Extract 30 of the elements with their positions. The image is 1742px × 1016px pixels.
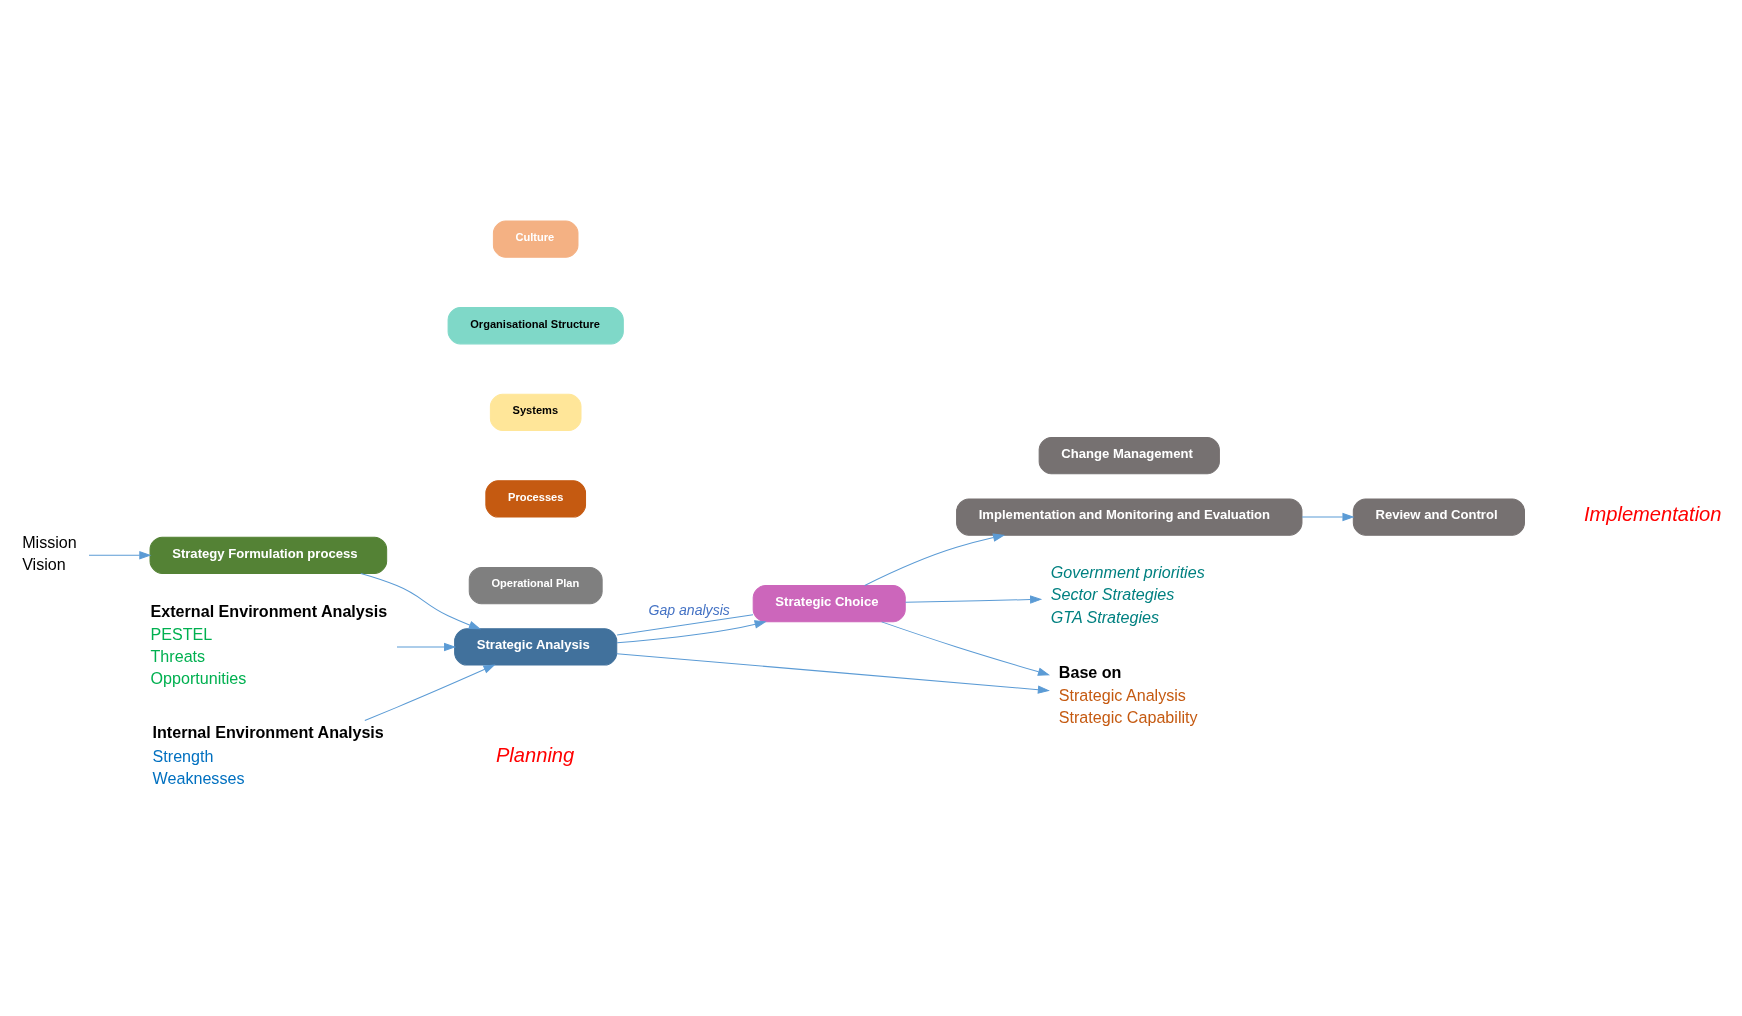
node-text: Base on Strategic Analysis Strategic Capability bbox=[1058, 662, 1198, 727]
node-box: Change Management bbox=[1038, 437, 1220, 475]
arrow bbox=[616, 620, 767, 644]
node-box: Strategic Analysis bbox=[454, 628, 618, 666]
label: Planning bbox=[495, 743, 575, 766]
arrow bbox=[616, 653, 1050, 694]
edge-label: Gap analysis bbox=[648, 601, 730, 618]
node-box: Culture bbox=[492, 220, 579, 258]
arrow bbox=[904, 595, 1043, 604]
node-box: Processes bbox=[485, 480, 587, 518]
node-box: Review and Control bbox=[1352, 498, 1525, 536]
arrow bbox=[864, 533, 1006, 586]
arrow bbox=[881, 621, 1050, 676]
node-box: Implementation and Monitoring and Evaluation bbox=[956, 498, 1303, 536]
arrow bbox=[396, 642, 457, 652]
node-text: Internal Environment Analysis Strength Weaknesses bbox=[152, 723, 384, 787]
node-box: Strategic Choice bbox=[752, 585, 906, 623]
node-box: Systems bbox=[489, 393, 582, 431]
node-text: Government priorities Sector Strategies GTA Strategies bbox=[1050, 563, 1205, 626]
node-box: Strategy Formulation process bbox=[149, 536, 388, 574]
node-text: External Environment Analysis PESTEL Threats Opportunities bbox=[150, 601, 388, 688]
arrow bbox=[360, 573, 481, 630]
connector bbox=[616, 614, 754, 636]
arrow bbox=[1301, 512, 1355, 522]
node-box: Organisational Structure bbox=[447, 307, 624, 345]
node-text: Mission Vision bbox=[22, 533, 77, 574]
label: Implementation bbox=[1583, 503, 1722, 526]
arrow bbox=[88, 551, 152, 560]
node-box: Operational Plan bbox=[468, 566, 603, 605]
arrow bbox=[364, 664, 496, 721]
